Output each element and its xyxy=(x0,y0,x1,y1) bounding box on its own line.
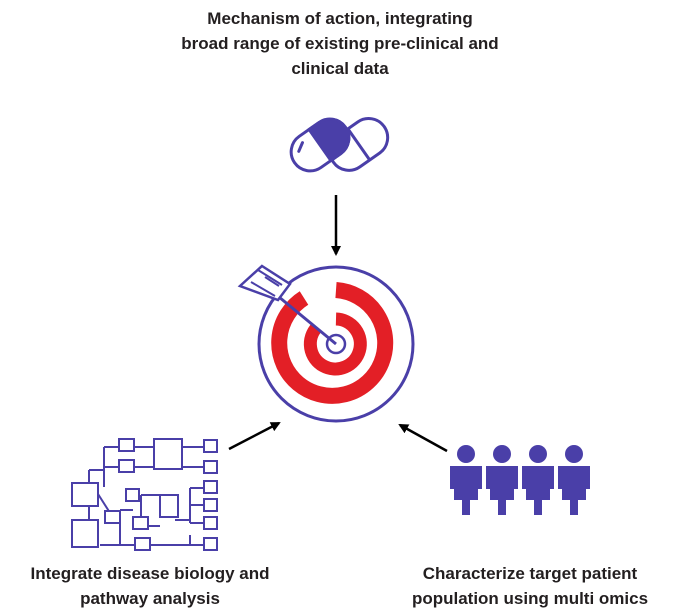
patient-group-icon xyxy=(450,445,590,515)
arrow-pathway-to-target xyxy=(228,421,281,451)
moa-caption: Mechanism of action, integrating broad r… xyxy=(130,6,550,81)
patient-caption: Characterize target patient population u… xyxy=(385,561,675,611)
flowchart-network-icon xyxy=(71,438,218,551)
arrow-patients-to-target xyxy=(398,423,448,453)
pathway-caption: Integrate disease biology and pathway an… xyxy=(0,561,300,611)
moa-caption-line-1: Mechanism of action, integrating xyxy=(207,9,473,28)
bullseye-arrow-icon xyxy=(237,264,415,423)
moa-caption-line-2: broad range of existing pre-clinical and xyxy=(181,34,499,53)
pathway-caption-line-2: pathway analysis xyxy=(80,589,220,608)
patient-caption-line-2: population using multi omics xyxy=(411,589,649,608)
moa-caption-line-3: clinical data xyxy=(291,59,389,78)
patient-caption-line-1: Characterize target patient xyxy=(422,564,638,583)
pathway-caption-line-1: Integrate disease biology and xyxy=(30,564,270,583)
pill-capsules-icon xyxy=(289,117,390,173)
